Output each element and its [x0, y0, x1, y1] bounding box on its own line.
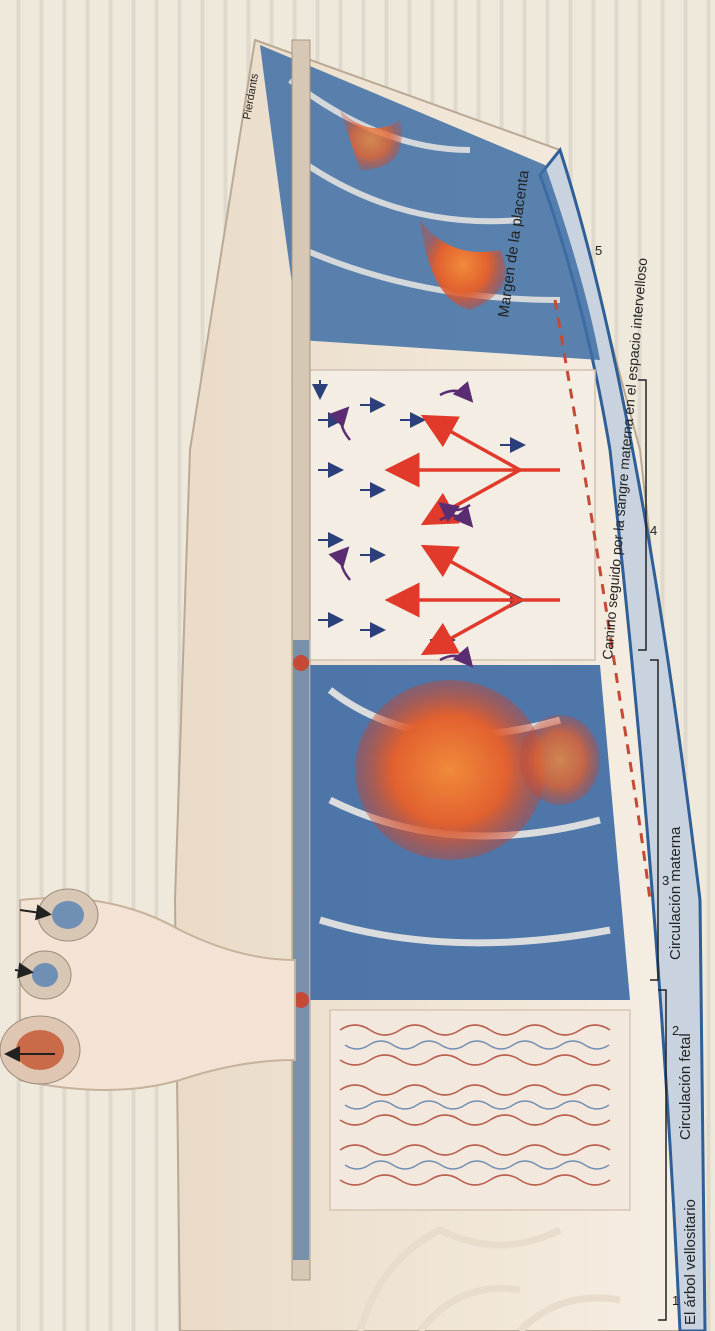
number-1: 1: [672, 1293, 679, 1308]
number-3: 3: [662, 873, 669, 888]
number-5: 5: [595, 243, 602, 258]
label-villous-tree: El árbol vellositario: [682, 1199, 699, 1325]
number-4: 4: [650, 523, 657, 538]
label-maternal: Circulación materna: [667, 826, 684, 960]
number-2: 2: [672, 1023, 679, 1038]
label-margin: Margen de la placenta: [495, 169, 533, 319]
label-path: Camino seguido por la sangre materna en …: [599, 257, 650, 660]
label-signature: Pierdants: [241, 72, 261, 120]
label-fetal: Circulación fetal: [677, 1033, 694, 1140]
